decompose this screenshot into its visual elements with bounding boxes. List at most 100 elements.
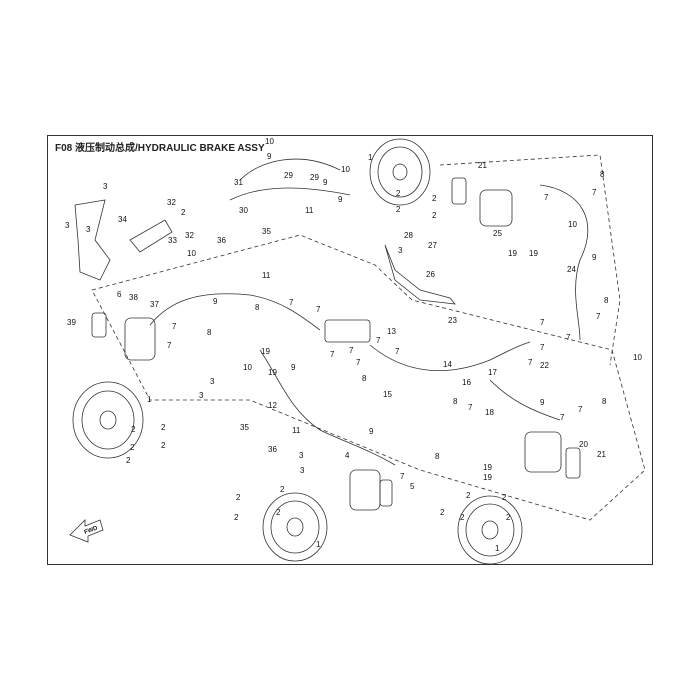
part-number-label: 7: [376, 336, 381, 345]
part-number-label: 7: [540, 318, 545, 327]
part-number-label: 10: [187, 249, 196, 258]
brake-hose-front: [259, 349, 396, 466]
part-number-label: 8: [602, 397, 607, 406]
part-number-label: 9: [369, 427, 374, 436]
part-number-label: 20: [579, 440, 588, 449]
part-number-label: 30: [239, 206, 248, 215]
part-number-label: 19: [508, 249, 517, 258]
part-number-label: 29: [310, 173, 319, 182]
part-number-label: 19: [483, 473, 492, 482]
part-number-label: 19: [268, 368, 277, 377]
part-number-label: 10: [243, 363, 252, 372]
part-number-label: 7: [400, 472, 405, 481]
caliper-left: [124, 317, 156, 361]
part-number-label: 7: [468, 403, 473, 412]
part-number-label: 21: [478, 161, 487, 170]
part-number-label: 19: [529, 249, 538, 258]
part-number-label: 25: [493, 229, 502, 238]
part-number-label: 11: [292, 426, 301, 435]
part-number-label: 28: [404, 231, 413, 240]
part-number-label: 3: [300, 466, 305, 475]
part-number-label: 29: [284, 171, 293, 180]
caliper-bottom: [349, 469, 381, 511]
brake-hose-rear: [489, 379, 561, 421]
part-number-label: 2: [276, 508, 281, 517]
diagram-title: F08 液压制动总成/HYDRAULIC BRAKE ASSY: [55, 143, 265, 154]
part-number-label: 1: [495, 544, 500, 553]
part-number-label: 8: [453, 397, 458, 406]
part-number-label: 19: [261, 347, 270, 356]
brake-hose-right: [539, 184, 589, 341]
fwd-label: FWD: [84, 525, 100, 536]
brake-hose-left: [149, 293, 321, 331]
part-number-label: 2: [280, 485, 285, 494]
part-number-label: 35: [262, 227, 271, 236]
part-number-label: 3: [299, 451, 304, 460]
part-number-label: 35: [240, 423, 249, 432]
part-number-label: 7: [316, 305, 321, 314]
brake-hose-center: [369, 341, 531, 371]
part-number-label: 33: [168, 236, 177, 245]
part-number-label: 11: [262, 271, 271, 280]
part-number-label: 24: [567, 265, 576, 274]
part-number-label: 9: [213, 297, 218, 306]
zone-outline-right: [439, 154, 621, 366]
part-number-label: 10: [265, 137, 274, 146]
part-number-label: 16: [462, 378, 471, 387]
part-number-label: 21: [597, 450, 606, 459]
part-number-label: 10: [633, 353, 642, 362]
brake-pad-right: [565, 447, 581, 479]
part-number-label: 8: [362, 374, 367, 383]
brake-pad-bottom: [379, 479, 393, 507]
part-number-label: 2: [466, 491, 471, 500]
part-number-label: 6: [117, 290, 122, 299]
brake-pad-top-right: [451, 177, 467, 205]
brake-disc-left: [72, 381, 144, 459]
part-number-label: 9: [540, 398, 545, 407]
part-number-label: 18: [485, 408, 494, 417]
part-number-label: 37: [150, 300, 159, 309]
part-number-label: 5: [410, 482, 415, 491]
part-number-label: 3: [86, 225, 91, 234]
part-number-label: 2: [432, 211, 437, 220]
part-number-label: 2: [161, 423, 166, 432]
part-number-label: 1: [316, 540, 321, 549]
part-number-label: 9: [291, 363, 296, 372]
bracket: [74, 199, 111, 281]
diagram-frame: [47, 135, 653, 565]
part-number-label: 10: [341, 165, 350, 174]
part-number-label: 2: [502, 493, 507, 502]
part-number-label: 2: [396, 205, 401, 214]
part-number-label: 32: [167, 198, 176, 207]
brake-pad-left: [91, 312, 107, 338]
part-number-label: 23: [448, 316, 457, 325]
part-number-label: 39: [67, 318, 76, 327]
part-number-label: 7: [544, 193, 549, 202]
part-number-label: 9: [338, 195, 343, 204]
part-number-label: 2: [234, 513, 239, 522]
part-number-label: 14: [443, 360, 452, 369]
part-number-label: 10: [568, 220, 577, 229]
part-number-label: 17: [488, 368, 497, 377]
part-number-label: 34: [118, 215, 127, 224]
part-number-label: 8: [604, 296, 609, 305]
part-number-label: 11: [305, 206, 314, 215]
brake-disc-top: [369, 138, 431, 206]
part-number-label: 2: [236, 493, 241, 502]
part-number-label: 15: [383, 390, 392, 399]
fwd-arrow: FWD: [69, 519, 104, 543]
part-number-label: 36: [217, 236, 226, 245]
part-number-label: 7: [349, 346, 354, 355]
part-number-label: 7: [167, 341, 172, 350]
caliper-right: [524, 431, 562, 473]
part-number-label: 2: [396, 189, 401, 198]
brake-cable-lower: [229, 187, 351, 201]
part-number-label: 8: [600, 170, 605, 179]
zone-outline: [91, 234, 646, 521]
part-number-label: 3: [210, 377, 215, 386]
part-number-label: 26: [426, 270, 435, 279]
part-number-label: 7: [540, 343, 545, 352]
part-number-label: 7: [172, 322, 177, 331]
part-number-label: 7: [560, 413, 565, 422]
